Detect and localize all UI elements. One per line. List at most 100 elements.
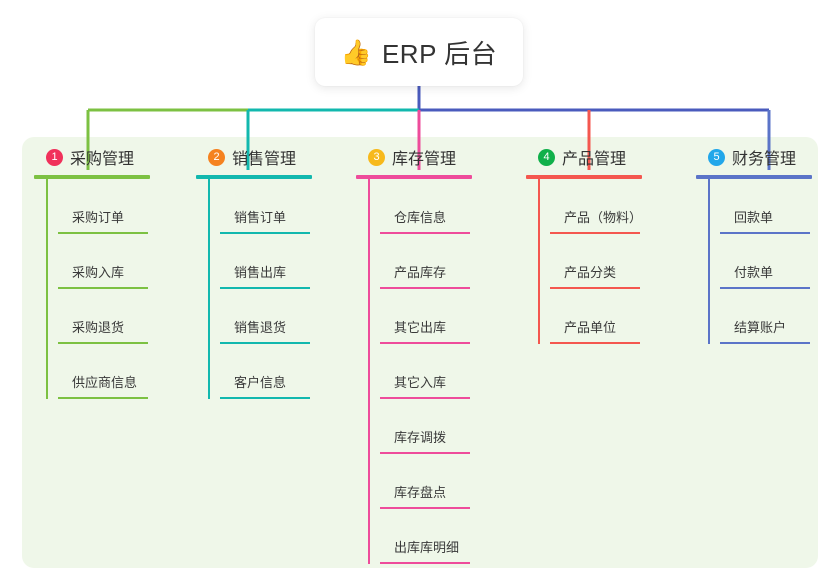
leaf-item[interactable]: 产品（物料） <box>538 179 642 234</box>
leaf-list-2: 销售订单销售出库销售退货客户信息 <box>196 179 312 399</box>
leaf-underline <box>220 397 310 399</box>
leaf-underline <box>550 342 640 344</box>
leaf-label: 结算账户 <box>734 320 787 335</box>
leaf-label: 销售退货 <box>234 320 287 335</box>
column-badge-2: 2 <box>208 148 225 166</box>
leaf-item[interactable]: 供应商信息 <box>46 344 150 399</box>
leaf-underline <box>220 232 310 234</box>
leaf-item[interactable]: 其它出库 <box>368 289 472 344</box>
leaf-item[interactable]: 产品单位 <box>538 289 642 344</box>
leaf-item[interactable]: 出库库明细 <box>368 509 472 564</box>
leaf-underline <box>220 287 310 289</box>
root-node-title: ERP 后台 <box>381 38 498 69</box>
leaf-underline <box>380 287 470 289</box>
leaf-label: 采购入库 <box>72 265 125 280</box>
leaf-list-4: 产品（物料） 产品分类产品单位 <box>526 179 642 344</box>
leaf-label: 库存盘点 <box>394 485 447 500</box>
leaf-label: 采购退货 <box>72 320 125 335</box>
column-underline-1 <box>34 175 150 179</box>
leaf-label: 客户信息 <box>234 375 287 390</box>
leaf-label: 回款单 <box>734 210 774 225</box>
column-header-5[interactable]: 5 财务管理 <box>696 146 812 168</box>
leaf-item[interactable]: 产品库存 <box>368 234 472 289</box>
leaf-item[interactable]: 销售退货 <box>208 289 312 344</box>
leaf-label: 产品库存 <box>394 265 447 280</box>
leaf-label: 出库库明细 <box>394 540 460 555</box>
column-title-3: 库存管理 <box>392 151 457 168</box>
column-title-4: 产品管理 <box>562 151 627 168</box>
leaf-underline <box>550 287 640 289</box>
leaf-list-5: 回款单付款单结算账户 <box>696 179 812 344</box>
leaf-underline <box>380 342 470 344</box>
leaf-item[interactable]: 产品分类 <box>538 234 642 289</box>
leaf-item[interactable]: 采购订单 <box>46 179 150 234</box>
leaf-item[interactable]: 采购退货 <box>46 289 150 344</box>
leaf-item[interactable]: 销售出库 <box>208 234 312 289</box>
column-title-5: 财务管理 <box>732 151 797 168</box>
leaf-label: 付款单 <box>734 265 774 280</box>
column-5: 5 财务管理回款单付款单结算账户 <box>696 146 812 344</box>
root-node-content: 👍 ERP 后台 <box>341 34 497 71</box>
column-badge-5: 5 <box>708 148 725 166</box>
leaf-label: 库存调拨 <box>394 430 447 445</box>
column-underline-2 <box>196 175 312 179</box>
leaf-label: 销售出库 <box>234 265 287 280</box>
column-underline-3 <box>356 175 472 179</box>
leaf-underline <box>720 232 810 234</box>
leaf-item[interactable]: 客户信息 <box>208 344 312 399</box>
thumbs-up-icon: 👍 <box>340 37 372 67</box>
column-3: 3 库存管理仓库信息产品库存其它出库其它入库库存调拨库存盘点出库库明细 <box>356 146 472 564</box>
leaf-list-3: 仓库信息产品库存其它出库其它入库库存调拨库存盘点出库库明细 <box>356 179 472 564</box>
column-underline-5 <box>696 175 812 179</box>
leaf-underline <box>220 342 310 344</box>
leaf-spine-1 <box>46 179 48 399</box>
leaf-underline <box>58 287 148 289</box>
column-4: 4 产品管理产品（物料） 产品分类产品单位 <box>526 146 642 344</box>
leaf-item[interactable]: 回款单 <box>708 179 812 234</box>
root-node-card[interactable]: 👍 ERP 后台 <box>315 18 523 86</box>
leaf-underline <box>380 507 470 509</box>
leaf-label: 其它入库 <box>394 375 447 390</box>
leaf-label: 采购订单 <box>72 210 125 225</box>
leaf-label: 产品分类 <box>564 265 617 280</box>
leaf-item[interactable]: 库存调拨 <box>368 399 472 454</box>
leaf-item[interactable]: 采购入库 <box>46 234 150 289</box>
column-badge-1: 1 <box>46 148 63 166</box>
leaf-underline <box>720 287 810 289</box>
leaf-spine-5 <box>708 179 710 344</box>
diagram-panel-background <box>22 137 818 568</box>
leaf-label: 其它出库 <box>394 320 447 335</box>
leaf-label: 供应商信息 <box>72 375 138 390</box>
leaf-spine-4 <box>538 179 540 344</box>
column-badge-3: 3 <box>368 148 385 166</box>
leaf-underline <box>550 232 640 234</box>
leaf-underline <box>58 397 148 399</box>
leaf-list-1: 采购订单采购入库采购退货供应商信息 <box>34 179 150 399</box>
leaf-underline <box>380 452 470 454</box>
leaf-item[interactable]: 其它入库 <box>368 344 472 399</box>
leaf-underline <box>380 232 470 234</box>
column-badge-4: 4 <box>538 148 555 166</box>
column-underline-4 <box>526 175 642 179</box>
leaf-underline <box>720 342 810 344</box>
leaf-spine-2 <box>208 179 210 399</box>
leaf-item[interactable]: 仓库信息 <box>368 179 472 234</box>
leaf-item[interactable]: 结算账户 <box>708 289 812 344</box>
leaf-label: 仓库信息 <box>394 210 447 225</box>
leaf-item[interactable]: 销售订单 <box>208 179 312 234</box>
leaf-item[interactable]: 库存盘点 <box>368 454 472 509</box>
leaf-spine-3 <box>368 179 370 564</box>
leaf-item[interactable]: 付款单 <box>708 234 812 289</box>
leaf-underline <box>58 342 148 344</box>
column-header-3[interactable]: 3 库存管理 <box>356 146 472 168</box>
leaf-underline <box>380 397 470 399</box>
leaf-underline <box>380 562 470 564</box>
leaf-underline <box>58 232 148 234</box>
column-header-4[interactable]: 4 产品管理 <box>526 146 642 168</box>
